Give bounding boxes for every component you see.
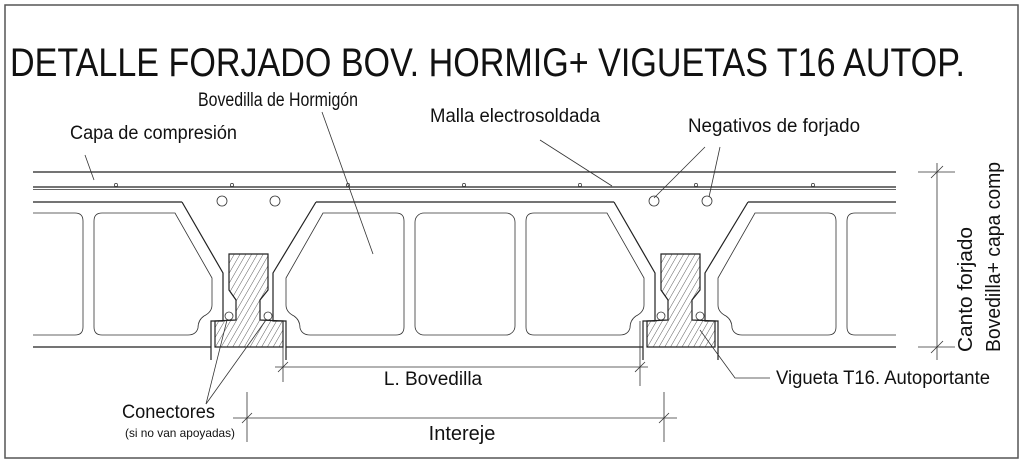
l-bovedilla-label: L. Bovedilla (384, 369, 483, 390)
bovedilla-edges (33, 201, 896, 348)
leaders (84, 111, 770, 405)
negativos-label: Negativos de forjado (688, 116, 860, 137)
malla-label: Malla electrosoldada (430, 106, 600, 127)
capa-compresion-label: Capa de compresión (70, 123, 237, 144)
bovedilla-label: Bovedilla de Hormigón (198, 90, 358, 111)
drawing-frame (4, 4, 1019, 459)
intereje-dimension (233, 392, 677, 442)
vigueta-2 (525, 195, 837, 361)
conectores-label: Conectores (122, 402, 215, 423)
canto-forjado-label: Canto forjado (955, 227, 977, 352)
vigueta-1 (93, 195, 405, 361)
canto-dimension (918, 163, 955, 360)
capa-compresion (33, 171, 896, 190)
intereje-label: Intereje (429, 423, 496, 445)
l-bovedilla-dimension (275, 321, 648, 386)
vigueta-label: Vigueta T16. Autoportante (776, 368, 990, 389)
drawing-title: DETALLE FORJADO BOV. HORMIG+ VIGUETAS T1… (10, 41, 965, 85)
conectores-note: (si no van apoyadas) (125, 426, 235, 440)
canto-sub-label: Bovedilla+ capa comp (983, 162, 1005, 352)
